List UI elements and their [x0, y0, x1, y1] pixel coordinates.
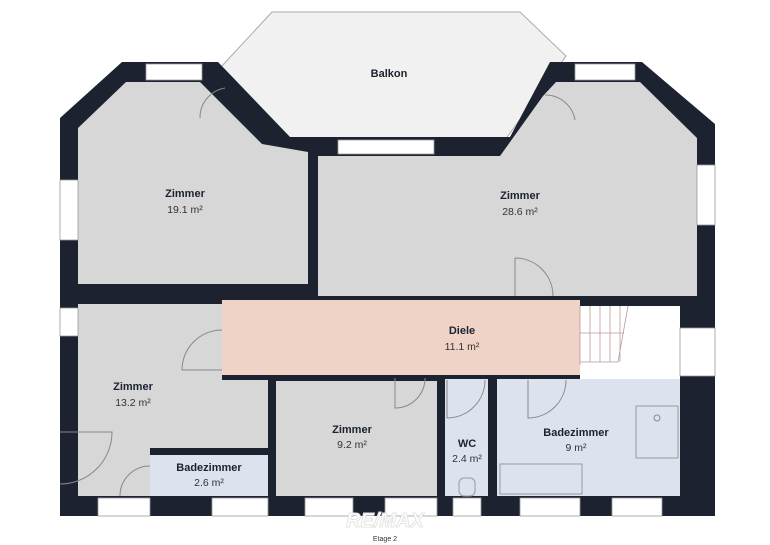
room-name: Badezimmer [543, 427, 609, 439]
room-name: Diele [449, 325, 475, 337]
room-diele [222, 300, 580, 375]
room-zimmer-13 [78, 304, 268, 496]
room-name: Badezimmer [176, 462, 242, 474]
doors [59, 87, 576, 497]
room-name: Zimmer [500, 190, 540, 202]
room-name: WC [458, 438, 476, 450]
room-zimmer-9 [276, 381, 437, 496]
shower-tray [635, 405, 679, 459]
room-area: 13.2 m² [115, 397, 151, 409]
room-zimmer-19 [78, 82, 308, 284]
room-area: 9.2 m² [337, 439, 367, 451]
room-name: Zimmer [332, 424, 372, 436]
room-area: 11.1 m² [445, 341, 480, 353]
room-area: 28.6 m² [502, 206, 538, 218]
bathtub [499, 463, 583, 495]
room-area: 2.6 m² [194, 477, 224, 489]
floor-label: Etage 2 [373, 536, 397, 543]
watermark-logo: RE/MAX [346, 510, 425, 532]
room-name: Zimmer [113, 381, 153, 393]
stairs [579, 305, 629, 365]
shower-drain [653, 414, 661, 422]
room-area: 2.4 m² [452, 453, 482, 465]
room-name: Balkon [371, 68, 408, 80]
room-area: 9 m² [566, 442, 588, 454]
room-area: 19.1 m² [167, 204, 203, 216]
room-zimmer-28 [318, 82, 697, 296]
room-badezimmer-small [150, 455, 268, 496]
windows [59, 63, 716, 517]
room-name: Zimmer [165, 188, 205, 200]
toilet [458, 477, 476, 497]
